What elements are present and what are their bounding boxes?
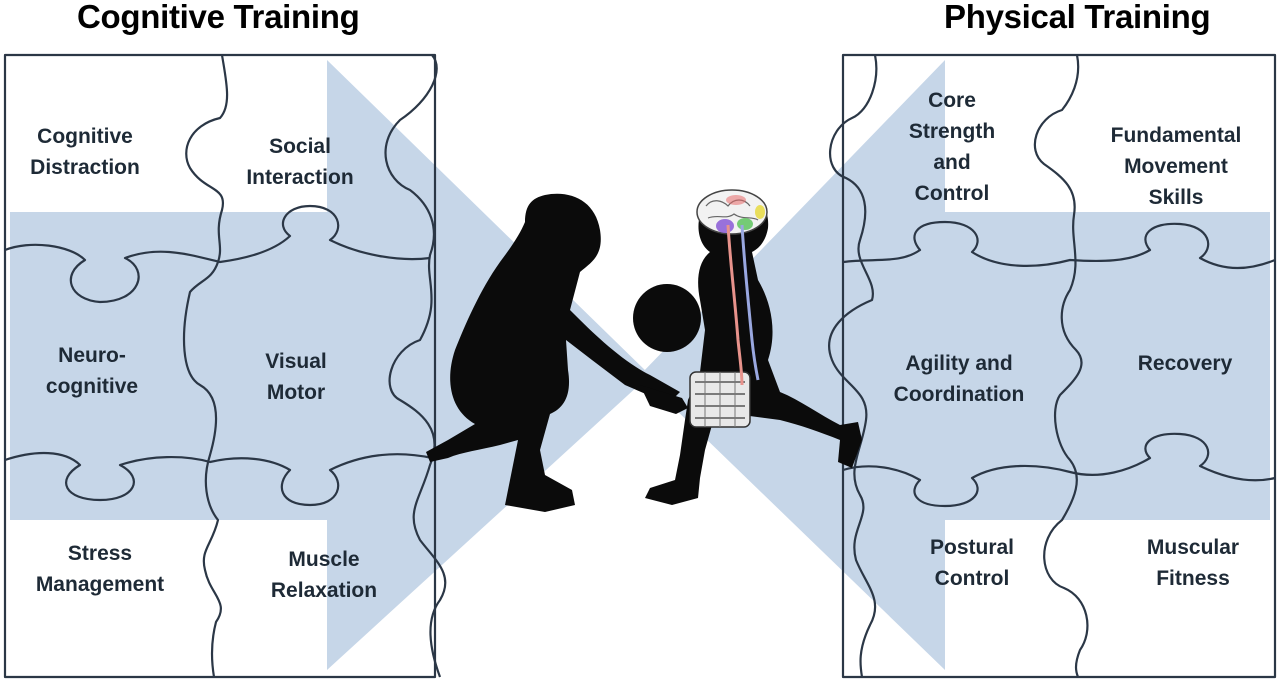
cognitive-puzzle-outline <box>3 53 447 679</box>
piece-neurocognitive: Neuro- cognitive <box>45 344 139 398</box>
cognitive-training-title: Cognitive Training <box>77 0 360 35</box>
physical-arrow <box>640 60 1270 670</box>
piece-stress-management: Stress Management <box>35 542 165 596</box>
piece-recovery: Recovery <box>1137 352 1233 375</box>
exoskeleton-icon <box>689 371 751 428</box>
physical-training-title: Physical Training <box>944 0 1211 35</box>
piece-agility-coordination: Agility and Coordination <box>893 352 1025 406</box>
adult-silhouette-icon <box>426 193 688 513</box>
neural-pathway-icon <box>726 224 760 386</box>
piece-social-interaction: Social Interaction <box>246 135 354 189</box>
physical-puzzle-outline <box>828 53 1277 679</box>
piece-cognitive-distraction: Cognitive Distraction <box>30 125 140 179</box>
piece-core-strength-control: Core Strength and Control <box>908 89 996 205</box>
cognitive-arrow <box>10 60 650 670</box>
piece-muscular-fitness: Muscular Fitness <box>1146 536 1240 590</box>
ball-icon <box>633 284 701 352</box>
piece-fundamental-movement-skills: Fundamental Movement Skills <box>1110 124 1242 209</box>
piece-postural-control: Postural Control <box>929 536 1015 590</box>
brain-icon <box>696 189 768 235</box>
piece-visual-motor: Visual Motor <box>265 350 327 404</box>
piece-muscle-relaxation: Muscle Relaxation <box>270 548 378 602</box>
